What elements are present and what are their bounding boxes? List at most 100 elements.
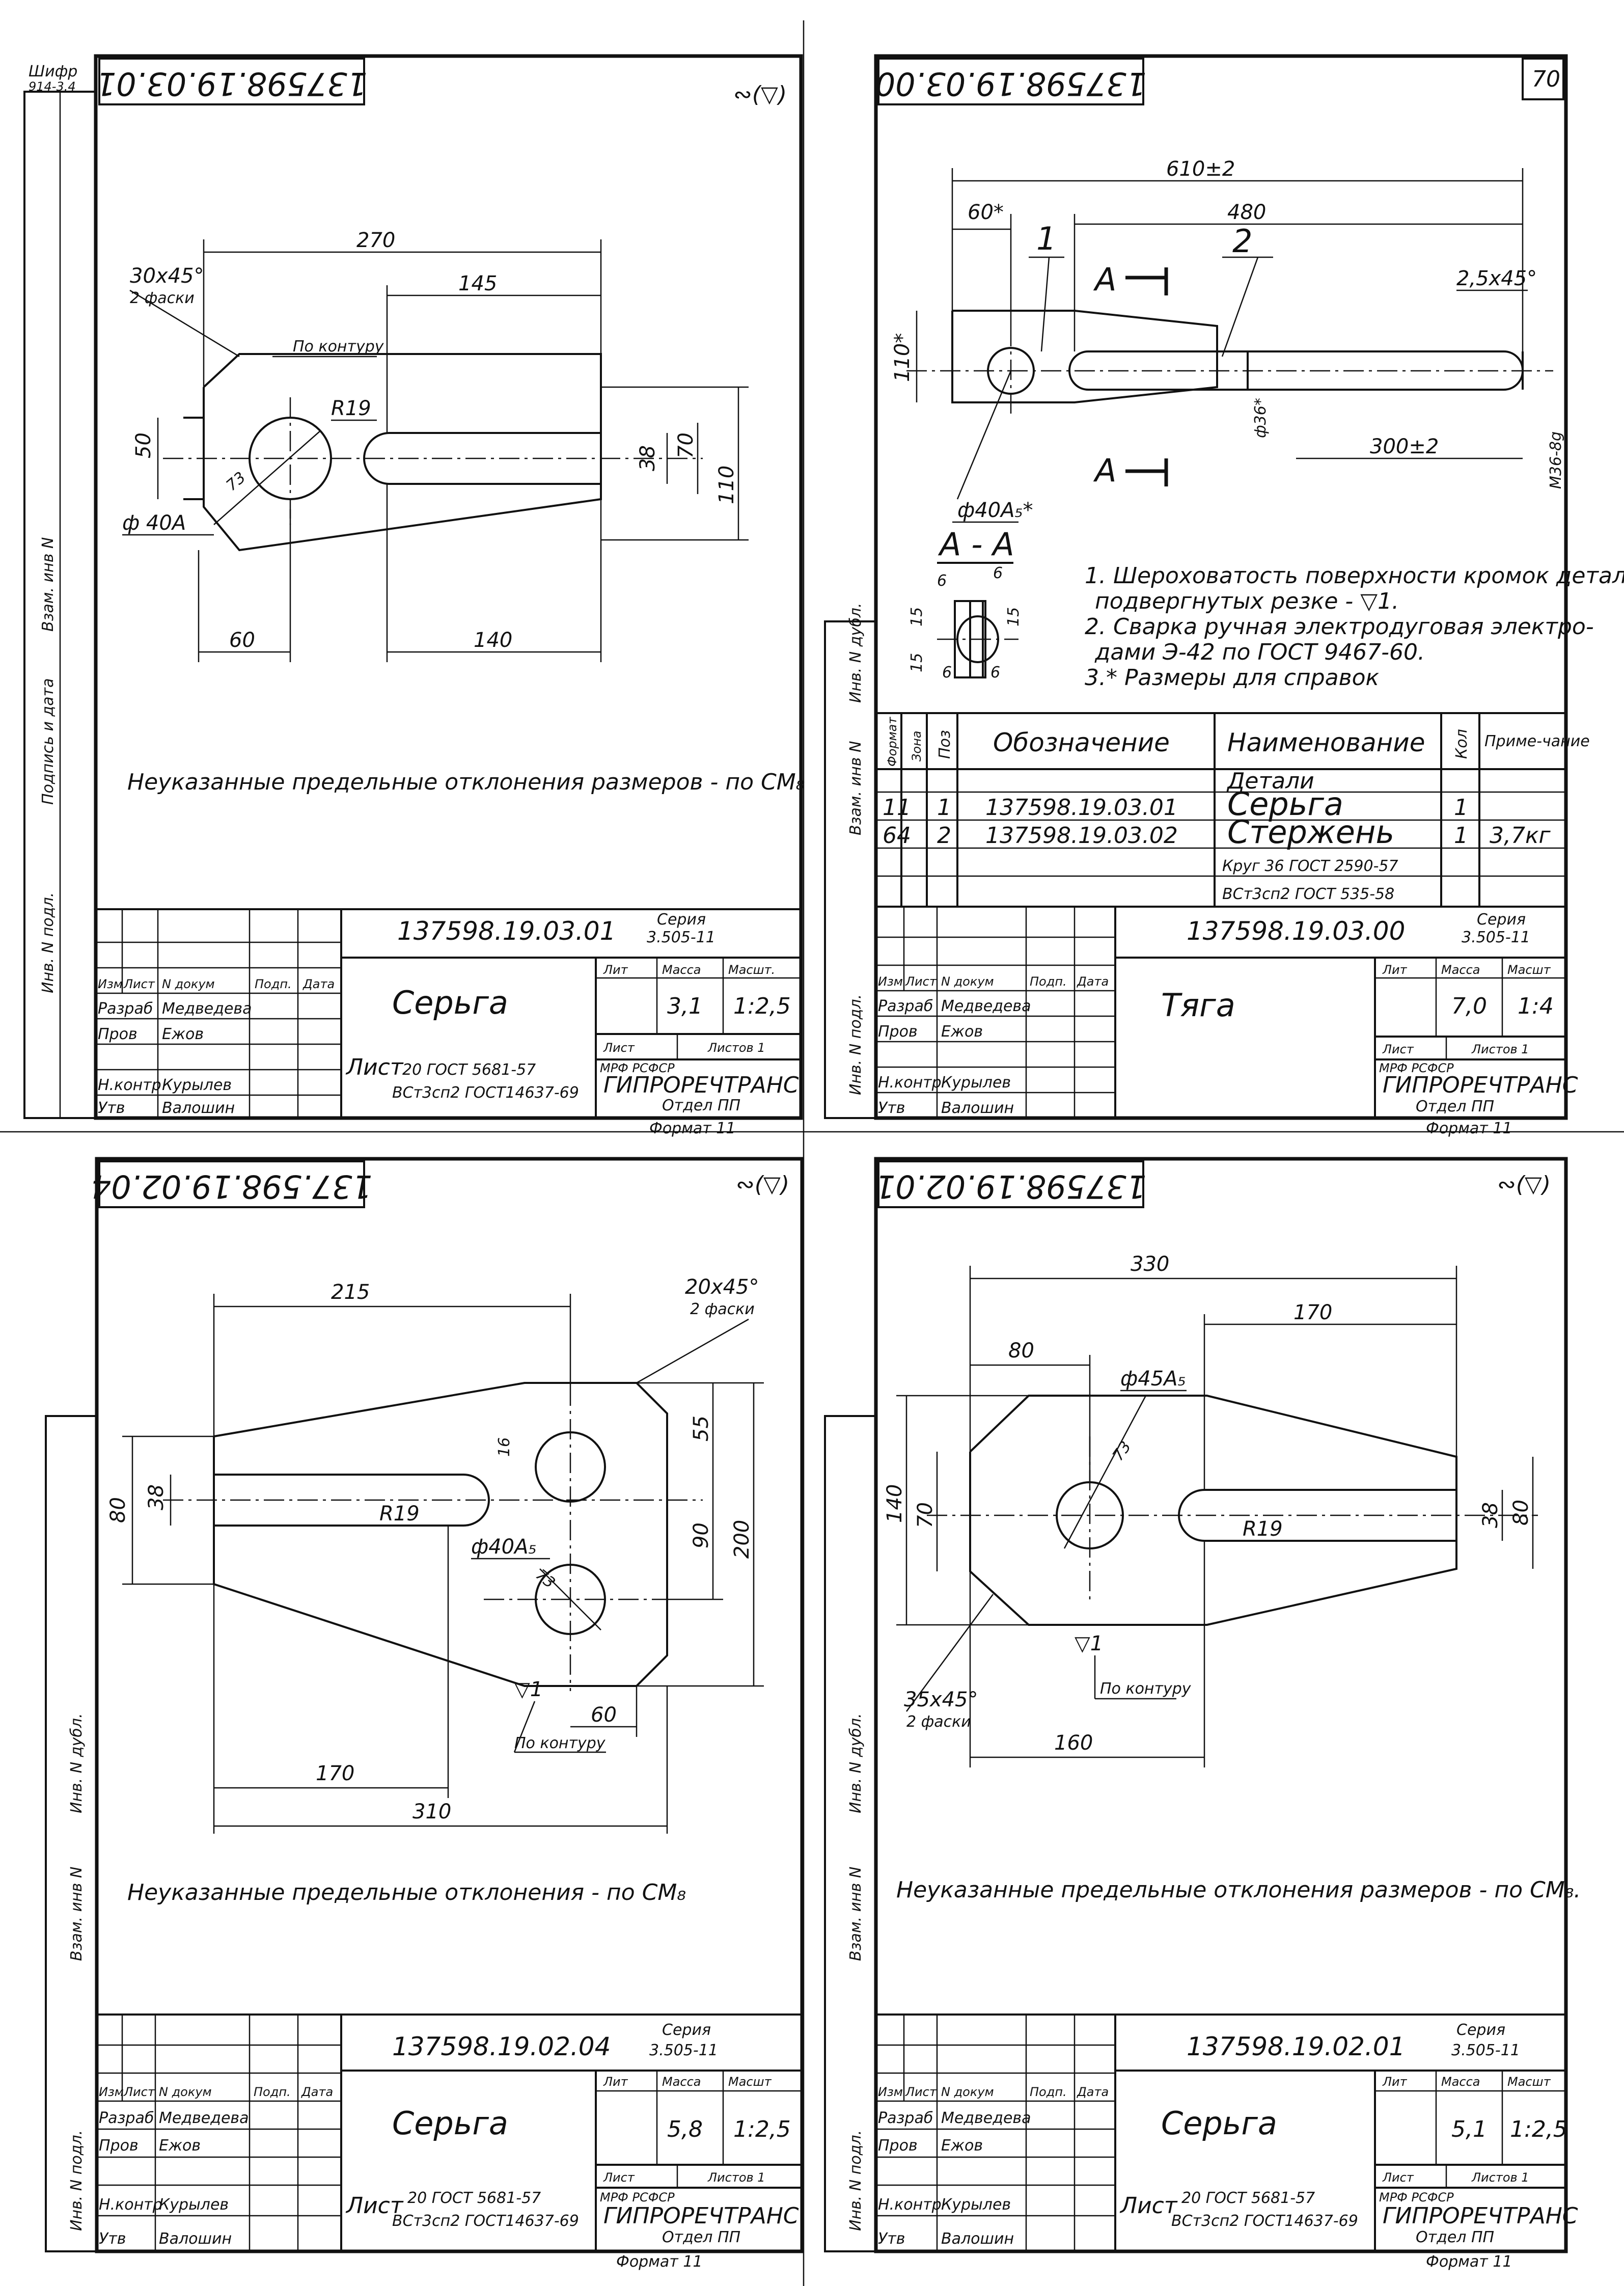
note-2b: дами Э-42 по ГОСТ 9467-60. (1094, 639, 1425, 665)
material-1: 20 ГОСТ 5681-57 (407, 2189, 541, 2207)
part-title: Серьга (1161, 2105, 1277, 2142)
part-title: Тяга (1161, 987, 1235, 1024)
section-a-top: А (1093, 261, 1116, 298)
mass-label: Масса (662, 963, 701, 977)
lit-label: Лит (603, 2075, 628, 2089)
top-code-box (98, 1160, 365, 1208)
dim-215: 215 (331, 1281, 370, 1304)
row-izm: Изм (99, 2085, 124, 2099)
list-label: Лист (603, 2170, 635, 2185)
role-utv: Утв (878, 1099, 905, 1117)
person-utv: Валошин (162, 1099, 235, 1117)
cell-designation: 137598.19.03.02 (985, 823, 1178, 849)
dim-110: 110* (891, 333, 914, 382)
org-name: ГИПРОРЕЧТРАНС (1383, 2203, 1578, 2229)
row-data: Дата (1077, 974, 1109, 989)
lists-label: Листов 1 (707, 1041, 765, 1055)
part-outline (927, 1395, 1538, 1626)
table-row: 11 1 137598.19.03.01 Серьга 1 (883, 785, 1468, 823)
scale-label: Масшт (1507, 963, 1551, 977)
title-block (875, 2013, 1567, 2252)
series-label: Серия (1477, 911, 1526, 929)
pos-2: 2 (1232, 223, 1252, 260)
org-dept: Отдел ПП (1416, 2228, 1494, 2246)
dim-phi40: ф40А₅ (471, 1535, 537, 1559)
row-podp: Подп. (255, 977, 292, 991)
sheet-frame (94, 54, 803, 1120)
dim-73: 73 (1109, 1438, 1135, 1464)
roughness-symbol: ∾(▽) (1497, 1172, 1551, 1198)
margin-label-inv: Инв. N подл. (68, 2130, 86, 2231)
roughness-symbol: ∾(▽) (736, 1172, 789, 1198)
dim-chamfer: 2,5х45° (1456, 267, 1537, 290)
person-prov: Ежов (162, 1025, 204, 1043)
dim-70: 70 (914, 1502, 937, 1528)
person-razrab: Медведева (941, 2109, 1031, 2127)
role-nkontr: Н.контр (878, 1074, 942, 1092)
material-2: ВСт3сп2 ГОСТ14637-69 (392, 2212, 579, 2230)
role-prov: Пров (878, 1023, 918, 1041)
material-2: ВСт3сп2 ГОСТ14637-69 (1171, 2212, 1358, 2230)
list-label: Лист (603, 1041, 635, 1055)
series-value: 3.505-11 (1451, 2042, 1520, 2059)
table-row: 64 2 137598.19.03.02 Стержень 1 3,7кг (883, 813, 1551, 851)
th-zone: Зона (910, 731, 924, 761)
note-1: 1. Шероховатость поверхности кромок дета… (1085, 563, 1624, 589)
row-list: Лист (123, 2085, 155, 2099)
role-utv: Утв (878, 2230, 905, 2248)
lit-label: Лит (1382, 2075, 1408, 2089)
dim-90: 90 (690, 1522, 713, 1548)
note-2: 2. Сварка ручная электродуговая электро- (1085, 614, 1594, 640)
dim-80b: 80 (1509, 1500, 1533, 1526)
role-nkontr: Н.контр (98, 1076, 161, 1094)
dim-60: 60* (968, 201, 1004, 224)
row-ndok: N докум (162, 977, 215, 991)
kontur-label: По контуру (293, 338, 384, 356)
th-pos: Поз (936, 730, 954, 759)
dim-50: 50 (132, 432, 155, 458)
org-line-1: МРФ РСФСР (1379, 1061, 1454, 1075)
kontur-label: По контуру (514, 1734, 606, 1752)
role-razrab: Разраб (878, 997, 933, 1015)
series-value: 3.505-11 (647, 929, 715, 946)
role-razrab: Разраб (98, 1000, 153, 1018)
scale-value: 1:2,5 (733, 2116, 791, 2142)
org-line-1: МРФ РСФСР (600, 2190, 675, 2205)
row-data: Дата (302, 977, 335, 991)
dim-thread: М36-8g (1547, 431, 1565, 489)
org-name: ГИПРОРЕЧТРАНС (603, 1072, 799, 1098)
list-word: Лист (345, 1054, 404, 1080)
cell-material-2: ВСт3сп2 ГОСТ 535-58 (1222, 885, 1394, 903)
mass-value: 3,1 (667, 993, 703, 1019)
hole-circle-top (535, 1431, 606, 1503)
dim-300: 300±2 (1370, 435, 1439, 458)
dim-270: 270 (356, 229, 395, 252)
hole-circle-bottom (535, 1564, 606, 1635)
cell-material-1: Круг 36 ГОСТ 2590-57 (1222, 857, 1398, 875)
cell-format: 64 (883, 823, 911, 849)
cell-qty: 1 (1454, 823, 1468, 849)
section-a-a: А - А 6 6 15 15 15 6 6 (908, 526, 1023, 682)
part-title: Серьга (392, 2105, 508, 2142)
top-code: 137598.19.03.00 (875, 65, 1146, 102)
dim-200: 200 (730, 1520, 754, 1559)
dim-chamfer: 20х45° (685, 1275, 759, 1299)
person-nkontr: Курылев (941, 2196, 1011, 2214)
person-utv: Валошин (941, 1099, 1014, 1117)
dim-140: 140 (474, 629, 512, 652)
row-podp: Подп. (1030, 974, 1067, 989)
person-prov: Ежов (941, 1023, 983, 1041)
dim-60: 60 (591, 1703, 617, 1727)
slot (363, 432, 601, 485)
dim-480: 480 (1227, 201, 1266, 224)
org-dept: Отдел ПП (662, 1097, 740, 1114)
dim-r19: R19 (379, 1502, 420, 1526)
row-podp: Подп. (1030, 2085, 1067, 2099)
cell-qty: 1 (1454, 795, 1468, 821)
sec-dim-15c: 15 (908, 653, 926, 672)
scale-value: 1:2,5 (733, 993, 791, 1019)
scale-label: Масшт. (728, 963, 775, 977)
th-note: Приме-чание (1484, 732, 1590, 750)
top-code: 137598.19.02.01 (875, 1168, 1146, 1205)
tolerance-note: Неуказанные предельные отклонения размер… (896, 1877, 1581, 1903)
